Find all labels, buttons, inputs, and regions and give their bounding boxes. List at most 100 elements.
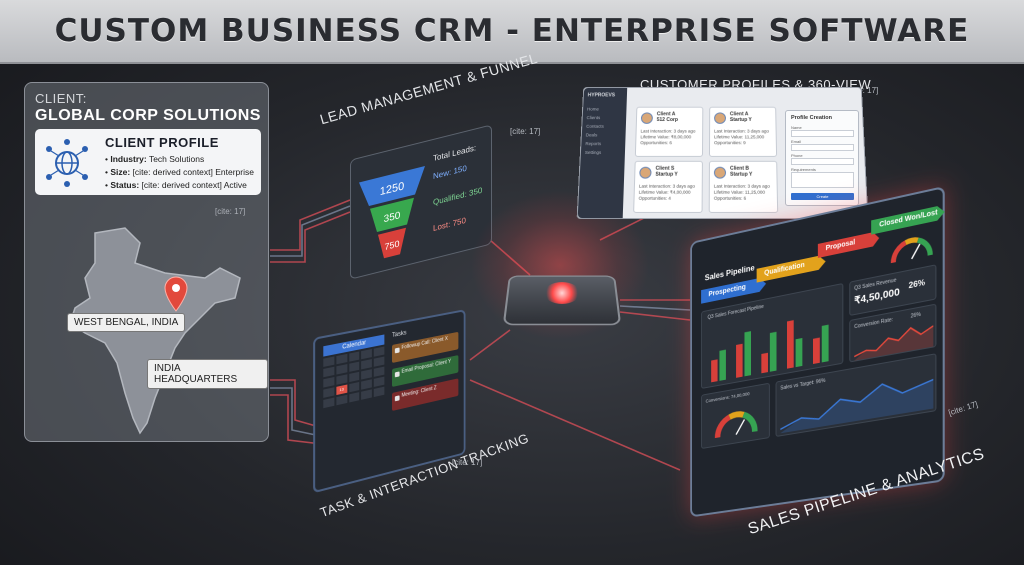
forecast-bar-chart	[711, 320, 829, 383]
tasks-header: Tasks	[392, 330, 407, 339]
hq-label: INDIA HEADQUARTERS	[147, 359, 268, 389]
location-pin-icon	[164, 276, 188, 312]
calendar-day[interactable]	[323, 356, 335, 367]
nav-item-deals[interactable]: Deals	[585, 132, 598, 138]
calendar-grid[interactable]: 13	[323, 346, 385, 409]
calendar-day[interactable]	[373, 346, 385, 357]
calendar-day[interactable]	[361, 369, 373, 380]
calendar-day[interactable]: 13	[336, 384, 347, 396]
requirements-field[interactable]	[791, 172, 854, 188]
crm-brand: HYPROEVS	[587, 92, 616, 99]
nav-item-settings[interactable]: Settings	[584, 150, 602, 155]
lost-leads-label: Lost: 750	[433, 215, 466, 234]
forecast-bar-red	[786, 320, 794, 369]
calendar-day[interactable]	[323, 366, 335, 378]
forecast-chart-box: Q3 Sales Forecast Pipeline	[701, 282, 844, 389]
new-leads-label: New: 150	[433, 163, 467, 182]
calendar-day[interactable]	[373, 366, 385, 377]
nav-item-reports[interactable]: Reports	[585, 141, 602, 147]
avatar	[714, 112, 726, 124]
client-profile-details: Industry: Tech Solutions Size: [cite: de…	[105, 153, 254, 192]
client-label: CLIENT:	[35, 91, 87, 106]
funnel-stage-qualified	[370, 197, 414, 232]
create-button[interactable]: Create	[791, 193, 854, 200]
task-cite: [cite: 17]	[452, 458, 483, 467]
calendar-day[interactable]	[336, 364, 347, 375]
calendar-day[interactable]	[361, 389, 373, 400]
funnel-chart: 1250 350 750	[359, 166, 425, 259]
calendar-day[interactable]	[323, 377, 335, 388]
calendar-day[interactable]	[361, 379, 373, 390]
forecast-bar-green	[795, 337, 803, 368]
customer-cite: [cite: 17]	[848, 86, 879, 95]
total-leads-label: Total Leads:	[433, 143, 477, 164]
calendar-day[interactable]	[361, 359, 373, 370]
calendar-day[interactable]	[323, 397, 335, 409]
forecast-bar-green	[821, 324, 829, 363]
page-title: CUSTOM BUSINESS CRM - ENTERPRISE SOFTWAR…	[54, 13, 970, 49]
gauge-chart	[713, 401, 759, 442]
globe-network-icon	[46, 139, 88, 187]
forecast-bar-red	[761, 352, 768, 374]
phone-field[interactable]	[791, 158, 854, 165]
calendar-day[interactable]	[361, 348, 373, 360]
stage-qualification[interactable]: Qualification	[757, 254, 826, 282]
profile-creation-title: Profile Creation	[791, 115, 832, 121]
closed-gauge	[889, 227, 934, 267]
name-field[interactable]	[791, 130, 854, 137]
calendar-day[interactable]	[348, 371, 360, 383]
funnel-value-2: 350	[384, 210, 401, 225]
calendar-day[interactable]	[348, 351, 360, 362]
avatar	[640, 112, 653, 124]
forecast-bar-red	[711, 359, 718, 383]
target-box: Sales vs Target: 96%	[775, 353, 937, 438]
calendar-day[interactable]	[336, 374, 347, 385]
calendar-day[interactable]	[373, 376, 385, 387]
india-map	[69, 227, 241, 435]
funnel-stage-new	[359, 166, 425, 206]
forecast-bar-green	[769, 331, 777, 372]
title-bar: CUSTOM BUSINESS CRM - ENTERPRISE SOFTWAR…	[0, 0, 1024, 64]
lead-funnel-panel[interactable]: 1250 350 750 Total Leads: New: 150 Quali…	[350, 124, 492, 280]
client-cite: [cite: 17]	[215, 207, 246, 216]
funnel-value-3: 750	[384, 238, 399, 252]
calendar-day[interactable]	[336, 353, 347, 365]
forecast-bar-red	[736, 343, 743, 378]
stage-proposal[interactable]: Proposal	[818, 231, 879, 258]
conversion-box: Conversion Rate: 26%	[849, 303, 937, 363]
crm-nav: Home Clients Contacts Deals Reports Sett…	[585, 105, 605, 157]
avatar	[713, 166, 727, 179]
calendar-day[interactable]	[348, 392, 360, 403]
forecast-bar-red	[813, 337, 820, 364]
gauge-box: Conversions: 74,00,000	[701, 382, 770, 450]
conversion-line-chart	[854, 320, 934, 361]
target-line-chart	[780, 369, 934, 434]
client-panel: CLIENT: GLOBAL CORP SOLUTIONS CLIENT PRO…	[24, 82, 269, 442]
revenue-pct: 26%	[908, 277, 926, 291]
region-label: WEST BENGAL, INDIA	[67, 313, 186, 332]
forecast-bar-green	[744, 331, 752, 377]
sales-pipeline-header: Sales Pipeline	[704, 263, 755, 283]
avatar	[639, 166, 652, 179]
email-field[interactable]	[791, 144, 854, 151]
forecast-bar-green	[719, 349, 726, 381]
nav-item-home[interactable]: Home	[586, 106, 600, 112]
calendar-day[interactable]	[373, 386, 385, 397]
calendar-day[interactable]	[323, 387, 335, 398]
nav-item-contacts[interactable]: Contacts	[586, 123, 604, 129]
nav-item-clients[interactable]: Clients	[586, 115, 601, 121]
crm-sidebar: HYPROEVS Home Clients Contacts Deals Rep…	[577, 87, 628, 219]
calendar-day[interactable]	[336, 394, 347, 406]
calendar-day[interactable]	[373, 356, 385, 367]
client-profile-title: CLIENT PROFILE	[105, 135, 219, 150]
processor-core-glow	[544, 282, 580, 304]
client-name: GLOBAL CORP SOLUTIONS	[35, 107, 261, 124]
client-profile-card[interactable]: CLIENT PROFILE Industry: Tech Solutions …	[35, 129, 261, 195]
calendar-day[interactable]	[348, 361, 360, 372]
calendar-day[interactable]	[348, 381, 360, 393]
